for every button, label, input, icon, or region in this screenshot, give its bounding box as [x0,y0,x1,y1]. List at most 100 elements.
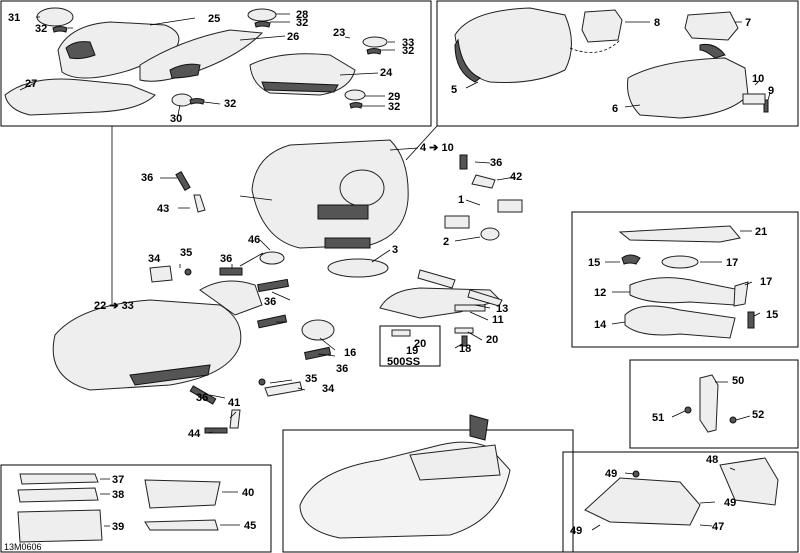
label-500ss: 500SS [387,356,420,368]
callout-27: 27 [25,78,37,90]
callout-46: 46 [248,234,260,246]
callout-17-b: 17 [760,276,772,288]
spring-36-a [175,171,191,191]
clamp-29 [344,89,366,101]
leader-lines-top-left [19,13,395,116]
callout-32-e: 32 [224,98,236,110]
callout-32-c: 32 [402,45,414,57]
callout-8: 8 [654,17,660,29]
shield-26 [139,29,264,82]
mount-1 [444,199,523,229]
callout-5: 5 [451,84,457,96]
pipe-12 [629,277,741,306]
leader-lines-top-right [465,21,771,108]
frame-right-mid [571,211,799,348]
clamp-33 [362,36,388,48]
spring-36-e [257,314,288,329]
callout-41: 41 [228,397,240,409]
callout-52: 52 [752,409,764,421]
callout-50: 50 [732,375,744,387]
callout-6: 6 [612,103,618,115]
decal-45 [144,519,219,531]
callout-20-a: 20 [414,338,426,350]
frame-top-right [436,0,799,127]
callout-13: 13 [496,303,508,315]
hook-41 [229,409,241,429]
callout-1: 1 [458,194,464,206]
callout-36-b: 36 [490,157,502,169]
leader-lines-main-airbox [160,147,516,263]
frame-top-left [0,0,432,127]
seal-7 [684,11,739,41]
decal-40 [144,479,221,509]
pipe-14 [624,305,736,339]
hook-43 [193,194,206,213]
callout-14: 14 [594,319,607,331]
seal-8 [581,9,623,43]
callout-29: 29 [388,91,400,103]
clip-19-20 [391,329,411,337]
callout-34-b: 34 [322,383,335,395]
callout-32-b: 32 [296,17,308,29]
callout-10: 10 [752,73,764,85]
clip-32-e [189,98,205,105]
callout-9: 9 [768,85,774,97]
heat-shield-27 [4,78,156,116]
ring-17-a [661,255,699,269]
callout-47: 47 [712,521,724,533]
callout-33: 33 [402,37,414,49]
clamp-15-a [621,254,641,265]
shield-24 [249,53,356,96]
callout-36-d: 36 [264,296,276,308]
clip-20-b [454,327,474,334]
callout-39: 39 [112,521,124,533]
clip-32-top [52,26,68,33]
callout-51: 51 [652,412,664,424]
bracket-50 [699,374,719,433]
airbox-assembly-4-10 [251,139,409,249]
callout-42: 42 [510,171,522,183]
ring-16 [301,319,335,341]
shield-21 [618,225,741,243]
spring-36-g [189,385,217,405]
frame-connector-line-2 [405,125,438,161]
callout-23: 23 [333,27,345,39]
callout-15-a: 15 [588,257,600,269]
frame-decals [0,464,272,553]
callout-38: 38 [112,489,124,501]
callout-20-b: 20 [486,334,498,346]
callout-30: 30 [170,113,182,125]
callout-32-d: 32 [388,101,400,113]
airbox-lower-6 [627,44,749,119]
nut-35-a [184,268,192,276]
callout-37: 37 [112,474,124,486]
callout-32: 32 [35,23,47,35]
callout-11: 11 [492,314,504,326]
decal-38 [17,487,99,503]
leader-lines-heat-shield [591,467,736,531]
callout-35-b: 35 [305,373,317,385]
decal-39 [17,509,103,543]
frame-bracket [629,359,799,449]
callout-24: 24 [380,67,393,79]
assembly-view [299,414,511,539]
callout-31: 31 [8,12,20,24]
callout-36-c: 36 [220,253,232,265]
callout-44: 44 [188,428,201,440]
ring-46 [259,251,285,265]
frame-assembly [282,429,574,553]
clip-32-c [366,48,382,55]
leader-lines-bracket [671,381,751,421]
callout-49-b: 49 [724,497,736,509]
bracket-34-b [264,381,303,397]
silencer-cover-25 [57,21,180,79]
callout-49-c: 49 [570,525,582,537]
callout-19: 19 [406,345,418,357]
clip-32-b [254,21,271,28]
callout-17-a: 17 [726,257,738,269]
callout-2: 2 [443,236,449,248]
callout-12: 12 [594,287,606,299]
heat-shield-47 [584,477,701,526]
decal-37 [19,473,99,485]
